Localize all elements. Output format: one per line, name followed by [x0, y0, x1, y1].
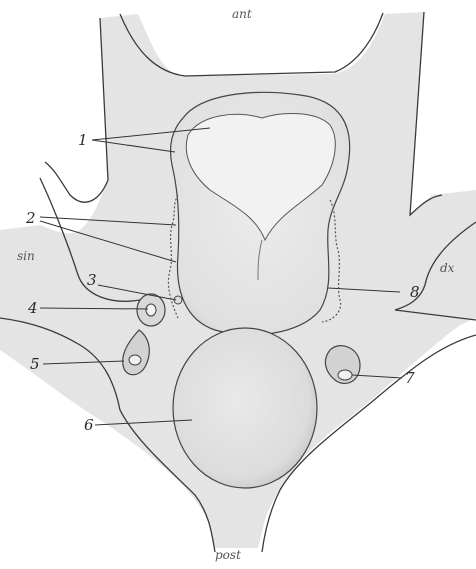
callout-5: 5 — [30, 357, 40, 372]
callout-8: 8 — [410, 285, 420, 300]
label-dx: dx — [440, 262, 454, 274]
callout-4: 4 — [28, 301, 38, 316]
callout-2: 2 — [26, 211, 36, 226]
upper-organ — [168, 92, 349, 334]
label-post: post — [215, 549, 241, 561]
callout-6: 6 — [84, 418, 94, 433]
label-ant: ant — [232, 8, 252, 20]
lower-bulb — [173, 328, 317, 488]
callout-1: 1 — [78, 133, 88, 148]
callout-7: 7 — [405, 371, 415, 386]
label-sin: sin — [17, 250, 35, 262]
ring-structure-4 — [137, 294, 165, 326]
callout-3: 3 — [87, 273, 97, 288]
